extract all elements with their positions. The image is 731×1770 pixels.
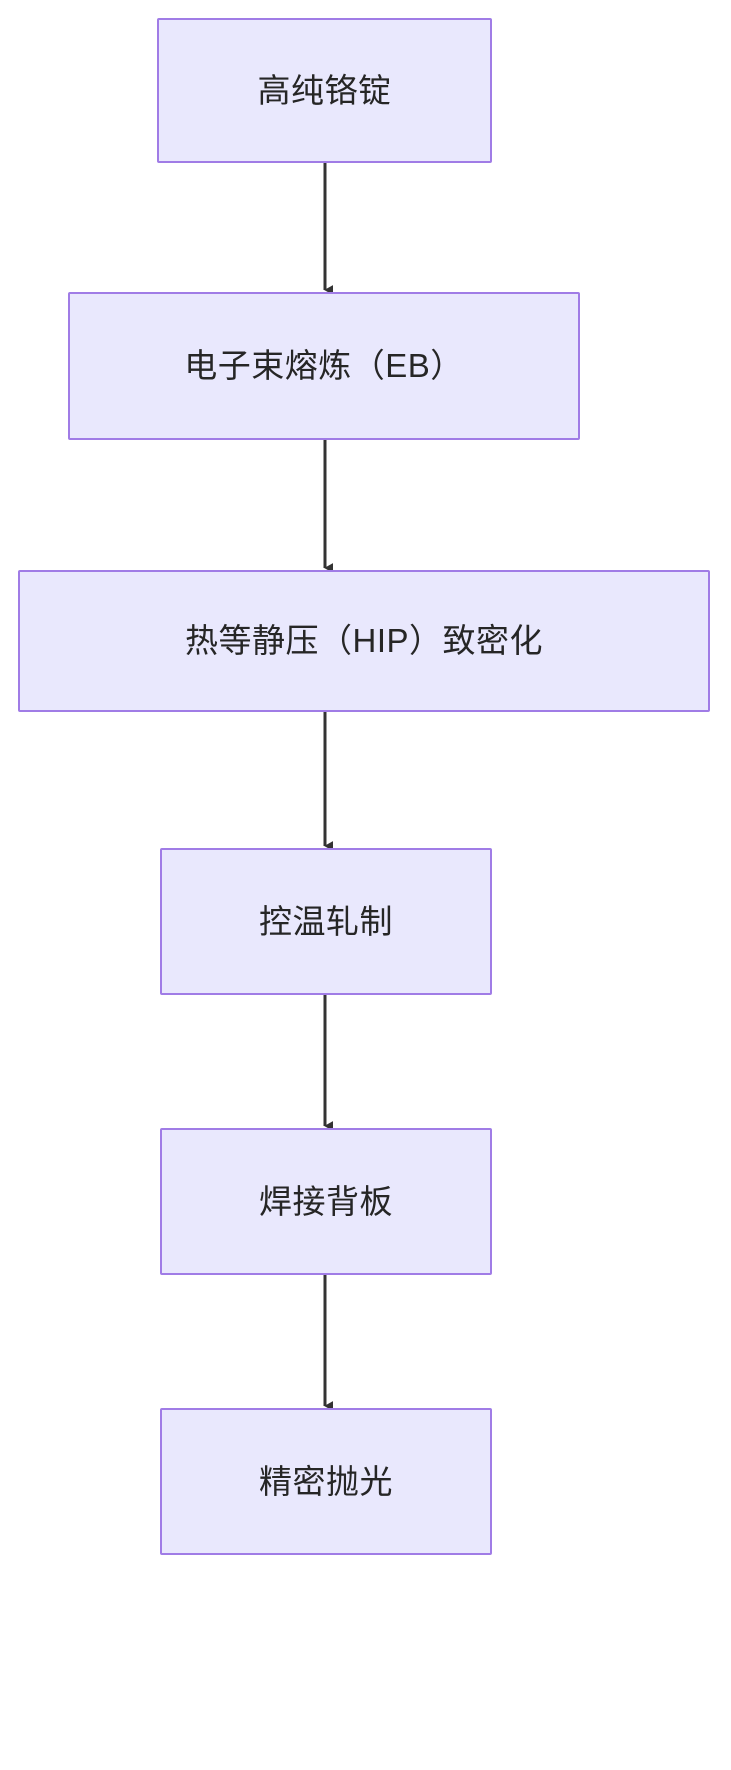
flow-node-4-label: 控温轧制 xyxy=(259,902,393,940)
flow-node-1[interactable]: 高纯铬锭 xyxy=(157,18,492,163)
flow-node-4[interactable]: 控温轧制 xyxy=(160,848,492,995)
flow-node-3-label: 热等静压（HIP）致密化 xyxy=(184,622,543,660)
flow-node-1-label: 高纯铬锭 xyxy=(257,71,392,109)
flow-node-6-label: 精密抛光 xyxy=(259,1462,393,1500)
flow-node-2[interactable]: 电子束熔炼（EB） xyxy=(68,292,580,440)
flow-node-5-label: 焊接背板 xyxy=(259,1182,393,1220)
flow-node-2-label: 电子束熔炼（EB） xyxy=(184,347,464,385)
flow-node-3[interactable]: 热等静压（HIP）致密化 xyxy=(18,570,710,712)
flow-node-5[interactable]: 焊接背板 xyxy=(160,1128,492,1275)
flow-node-6[interactable]: 精密抛光 xyxy=(160,1408,492,1555)
